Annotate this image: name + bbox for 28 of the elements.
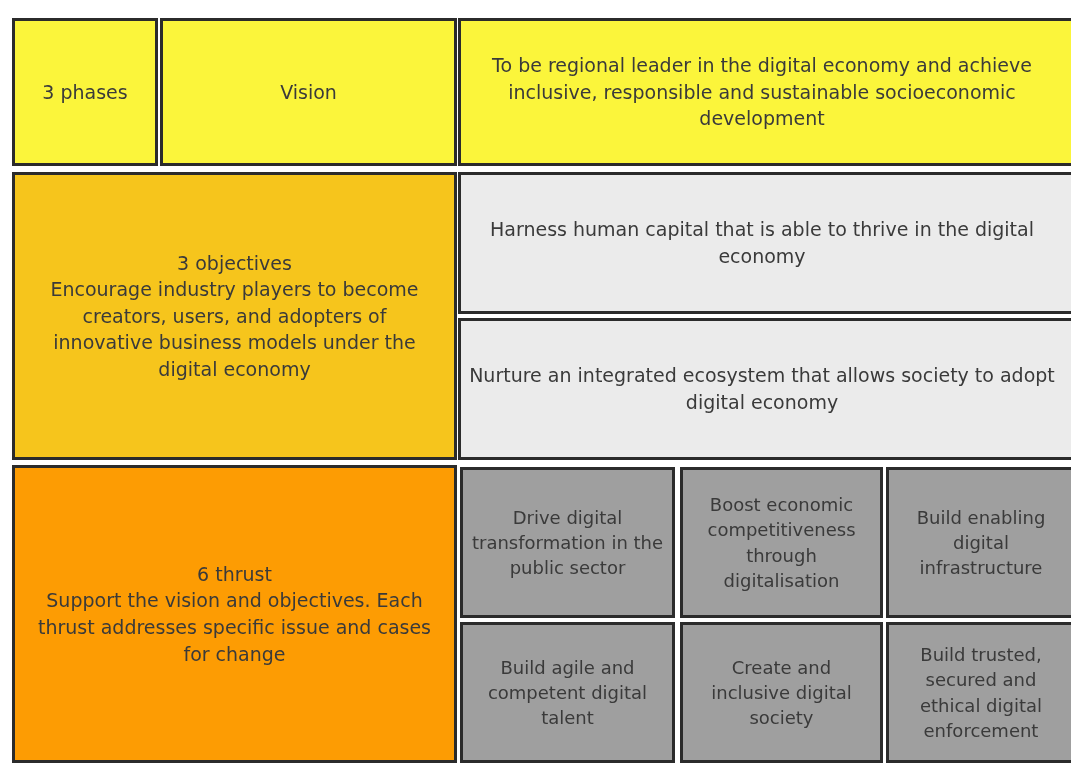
box-text: 3 phases <box>42 79 128 105</box>
box-text: Support the vision and objectives. Each thrust addresses specific issue and cases for change <box>36 588 432 667</box>
box-text: Harness human capital that is able to thrive in the digital economy <box>489 217 1035 269</box>
label-box <box>12 172 457 460</box>
thrust-box <box>886 467 1071 618</box>
box-text: Vision <box>280 79 337 105</box>
box-text: Boost economic competitiveness through digitalisation <box>706 493 857 593</box>
label-box <box>12 18 158 166</box>
box-heading: 3 objectives <box>177 250 292 276</box>
box-text: Build trusted, secured and ethical digital enforcement <box>918 643 1044 743</box>
box-text: Drive digital transformation in the public sector <box>471 505 664 581</box>
box-text: Encourage industry players to become creators, users, and adopters of innovative business models under the digital economy <box>49 277 420 382</box>
thrust-box <box>680 467 883 618</box>
box-text: Create and inclusive digital society <box>710 655 853 731</box>
box-text: Build enabling digital infrastructure <box>915 505 1047 581</box>
box-heading: 6 thrust <box>197 561 272 587</box>
box-text: To be regional leader in the digital economy and achieve inclusive, responsible and sustainable socioeconomic development <box>491 53 1033 132</box>
thrust-box <box>886 622 1071 763</box>
label-box <box>458 172 1071 314</box>
thrust-box <box>460 467 675 618</box>
label-box <box>160 18 457 166</box>
thrust-box <box>680 622 883 763</box>
label-box <box>458 318 1071 460</box>
box-text: Build agile and competent digital talent <box>486 655 649 731</box>
box-text: Nurture an integrated ecosystem that allows society to adopt digital economy <box>469 363 1055 415</box>
thrust-box <box>460 622 675 763</box>
label-box <box>458 18 1071 166</box>
label-box <box>12 465 457 763</box>
